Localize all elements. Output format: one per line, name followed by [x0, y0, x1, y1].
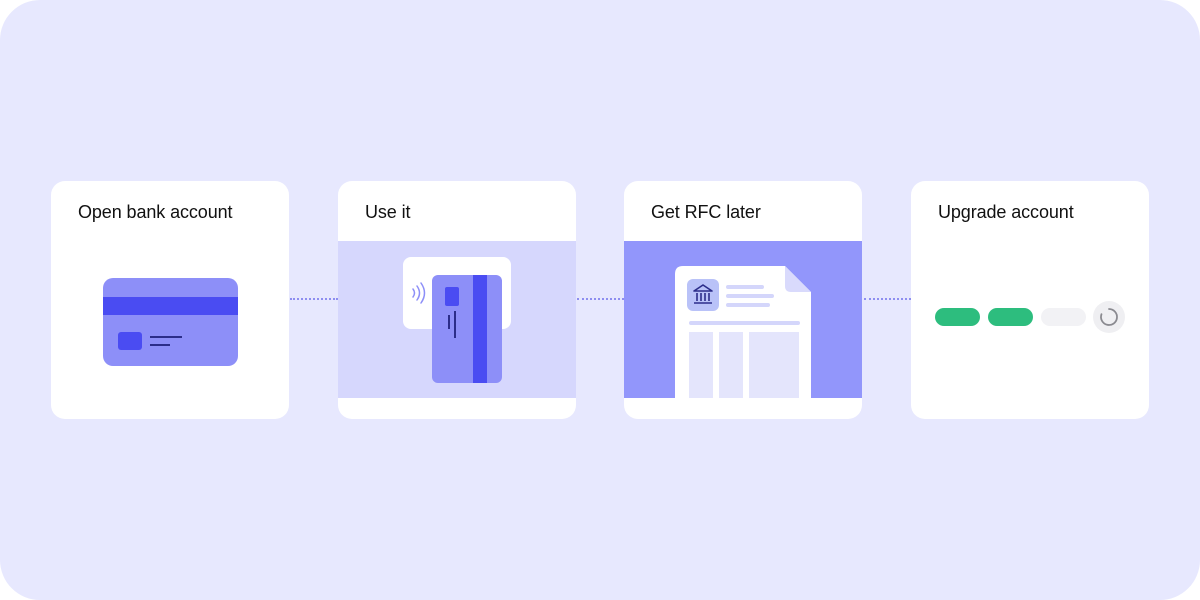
- progress-step-complete: [935, 308, 980, 326]
- document-column: [749, 332, 799, 398]
- illustration-band: [624, 241, 862, 401]
- card-line: [150, 344, 170, 346]
- step-title: Open bank account: [78, 202, 233, 222]
- document-line: [689, 321, 800, 325]
- card-chip: [118, 332, 142, 350]
- step-card-open-bank-account: Open bank account: [51, 181, 289, 419]
- card-line: [150, 336, 182, 338]
- bank-building-icon: [687, 279, 719, 311]
- step-title: Get RFC later: [651, 202, 761, 222]
- card-mark: [448, 315, 450, 329]
- illustration-band: [338, 241, 576, 398]
- progress-step-complete: [988, 308, 1033, 326]
- document-column: [719, 332, 743, 398]
- document-line: [726, 303, 770, 307]
- step-title: Upgrade account: [938, 202, 1074, 222]
- document-line: [726, 294, 774, 298]
- card-mark: [454, 311, 456, 338]
- card-chip: [445, 287, 459, 306]
- step-card-get-rfc-later: Get RFC later: [624, 181, 862, 419]
- document-column: [689, 332, 713, 398]
- document-line: [726, 285, 764, 289]
- card-stripe: [473, 275, 487, 383]
- connector-3-4: [864, 298, 911, 300]
- credit-card-icon: [103, 278, 238, 366]
- card-stripe: [103, 297, 238, 315]
- connector-1-2: [290, 298, 338, 300]
- connector-2-3: [577, 298, 624, 300]
- step-title: Use it: [365, 202, 411, 222]
- progress-step-pending: [1041, 308, 1086, 326]
- tapping-card-icon: [432, 275, 502, 383]
- step-card-upgrade-account: Upgrade account: [911, 181, 1149, 419]
- step-card-use-it: Use it: [338, 181, 576, 419]
- contactless-icon: [412, 282, 426, 304]
- loading-spinner-icon: [1093, 301, 1125, 333]
